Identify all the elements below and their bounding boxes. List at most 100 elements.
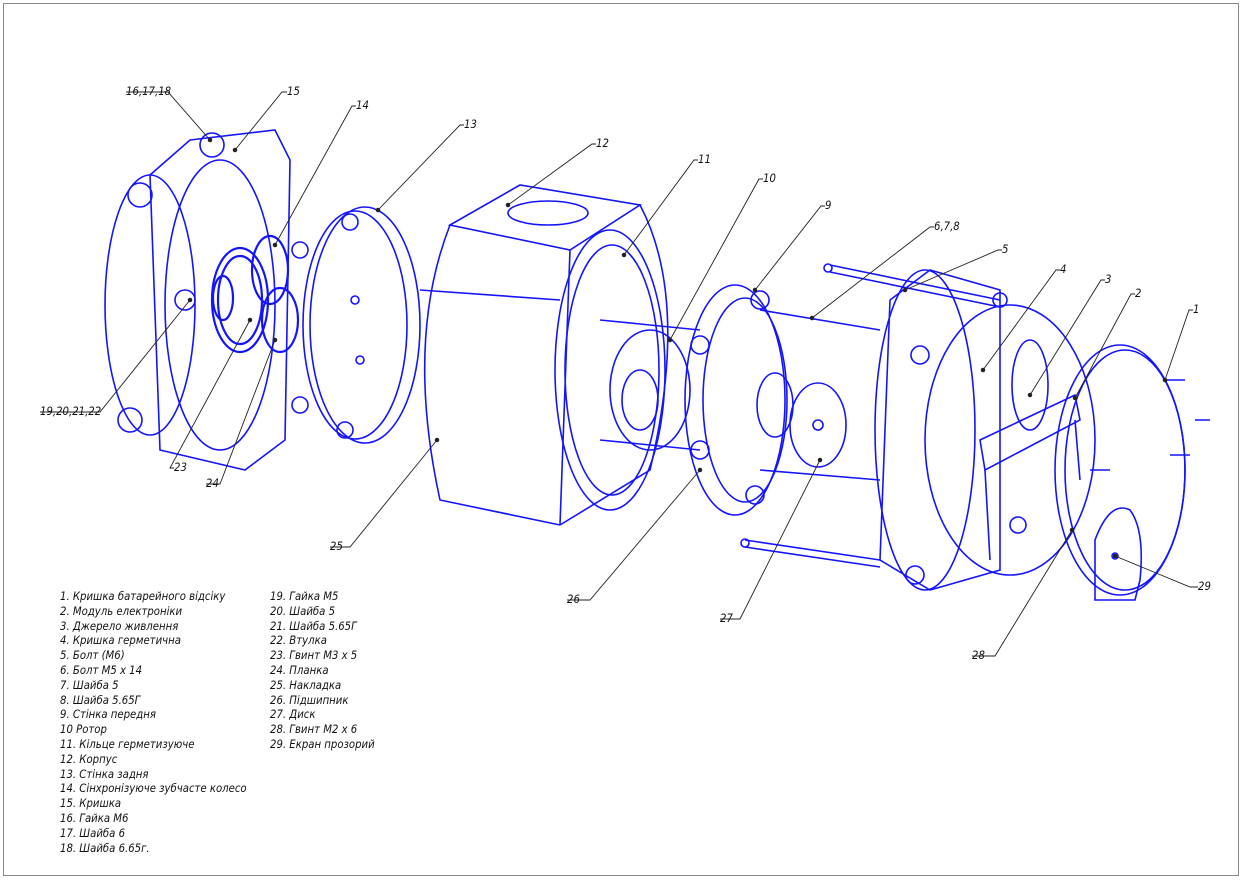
legend-item: 16. Гайка М6 — [60, 810, 129, 825]
callout-leader-dot — [187, 297, 193, 303]
sheet-frame — [3, 3, 1239, 876]
callout-leader-dot — [902, 287, 908, 293]
callout-leader — [972, 529, 1073, 657]
part-5-bolts — [740, 263, 1001, 568]
callout-leader-dot — [1112, 553, 1118, 559]
legend-item: 12. Корпус — [60, 751, 118, 766]
callout-leader — [126, 91, 211, 141]
callout-label-28: 28 — [972, 648, 985, 662]
callout-leader — [720, 459, 821, 620]
legend-item: 29. Екран прозорий — [270, 736, 375, 751]
callout-label-6-7-8: 6,7,8 — [934, 219, 960, 233]
part-9-front-wall — [684, 284, 881, 516]
callout-leader-dot — [752, 287, 758, 293]
callout-label-19-20-21-22: 19,20,21,22 — [40, 404, 102, 418]
legend-item: 17. Шайба 6 — [60, 825, 126, 840]
callout-leader-dot — [505, 202, 511, 208]
legend-item: 10 Ротор — [60, 722, 107, 737]
callout-label-1: 1 — [1193, 302, 1200, 316]
callout-leader-dot — [697, 467, 703, 473]
callout-leader-dot — [375, 207, 381, 213]
legend-item: 22. Втулка — [270, 633, 327, 648]
part-4-sealed-cover — [874, 269, 1096, 591]
callout-leader-dot — [272, 242, 278, 248]
part-10-rotor — [599, 319, 701, 451]
part-1-battery-cover — [1054, 344, 1210, 596]
callout-leader — [623, 159, 698, 256]
legend-item: 3. Джерело живлення — [60, 618, 179, 633]
legend-item: 19. Гайка М5 — [270, 589, 339, 603]
legend-item: 2. Модуль електроніки — [60, 603, 183, 618]
callout-leader — [1164, 309, 1193, 381]
legend-item: 27. Диск — [270, 707, 316, 722]
callout-label-26: 26 — [567, 592, 580, 606]
callout-leader-dot — [272, 337, 278, 343]
callout-leader — [669, 178, 763, 341]
callout-leader — [811, 226, 934, 319]
part-29-screen — [1094, 507, 1143, 601]
callout-leader — [234, 91, 287, 151]
part-15-cover — [104, 129, 291, 471]
callout-leader — [982, 269, 1060, 371]
callout-leader-dot — [247, 317, 253, 323]
legend-item: 1. Кришка батарейного відсіку — [60, 589, 226, 603]
callout-leader-dot — [667, 337, 673, 343]
callout-leader — [330, 439, 438, 548]
callout-leader — [507, 143, 596, 206]
callout-leader-dot — [1069, 527, 1075, 533]
callout-leader — [754, 205, 825, 291]
callout-leader — [904, 249, 1002, 291]
callout-label-4: 4 — [1060, 262, 1067, 276]
callout-leader — [1074, 293, 1135, 399]
legend-item: 18. Шайба 6.65г. — [60, 840, 150, 855]
legend-item: 14. Сінхронізуюче зубчасте колесо — [60, 781, 247, 796]
part-14-gear — [210, 234, 300, 354]
part-2-3-electronics-power — [979, 339, 1081, 561]
callout-leader — [274, 105, 356, 246]
callout-leader-dot — [207, 137, 213, 143]
callout-leader-dot — [1027, 392, 1033, 398]
legend-item: 15. Кришка — [60, 796, 122, 811]
legend-item: 28. Гвинт М2 х 6 — [270, 722, 358, 737]
callout-label-24: 24 — [206, 476, 219, 490]
callout-label-27: 27 — [720, 611, 733, 625]
legend-item: 21. Шайба 5.65Г — [270, 618, 357, 633]
callout-label-9: 9 — [825, 198, 832, 212]
legend-item: 11. Кільце герметизуюче — [60, 736, 195, 751]
callout-label-14: 14 — [356, 98, 369, 112]
callout-leader-dot — [817, 457, 823, 463]
callout-label-3: 3 — [1105, 272, 1112, 286]
legend-item: 7. Шайба 5 — [60, 677, 119, 692]
callout-leader-dot — [621, 252, 627, 258]
legend-item: 8. Шайба 5.65Г — [60, 692, 141, 707]
part-27-disc — [756, 372, 847, 468]
callout-leader-dot — [980, 367, 986, 373]
callout-leader-dot — [1162, 377, 1168, 383]
callout-leader — [1029, 279, 1105, 396]
part-13-rear-wall — [291, 206, 421, 444]
legend-item: 24. Планка — [270, 662, 329, 677]
callout-leaders — [40, 91, 1198, 657]
callout-leader — [567, 469, 701, 601]
part-12-housing — [419, 184, 669, 526]
callout-leader — [169, 319, 251, 469]
parts-legend-left: 1. Кришка батарейного відсіку 2. Модуль … — [60, 589, 247, 855]
legend-item: 4. Кришка герметична — [60, 633, 181, 648]
callout-label-16-17-18: 16,17,18 — [126, 84, 172, 98]
callout-leader — [377, 124, 464, 211]
callout-leader — [40, 299, 191, 413]
legend-item: 5. Болт (М6) — [60, 648, 125, 663]
legend-item: 13. Стінка задня — [60, 766, 149, 781]
parts-legend-right: 19. Гайка М5 20. Шайба 5 21. Шайба 5.65Г… — [270, 589, 375, 752]
legend-item: 9. Стінка передня — [60, 707, 156, 722]
legend-item: 6. Болт М5 х 14 — [60, 662, 143, 677]
legend-item: 26. Підшипник — [270, 692, 349, 707]
callout-leader-dot — [1072, 395, 1078, 401]
legend-item: 23. Гвинт М3 х 5 — [270, 648, 358, 663]
callout-leader — [206, 339, 276, 485]
callout-leader-dot — [232, 147, 238, 153]
callout-leader — [1114, 555, 1198, 588]
callout-label-5: 5 — [1002, 242, 1009, 256]
